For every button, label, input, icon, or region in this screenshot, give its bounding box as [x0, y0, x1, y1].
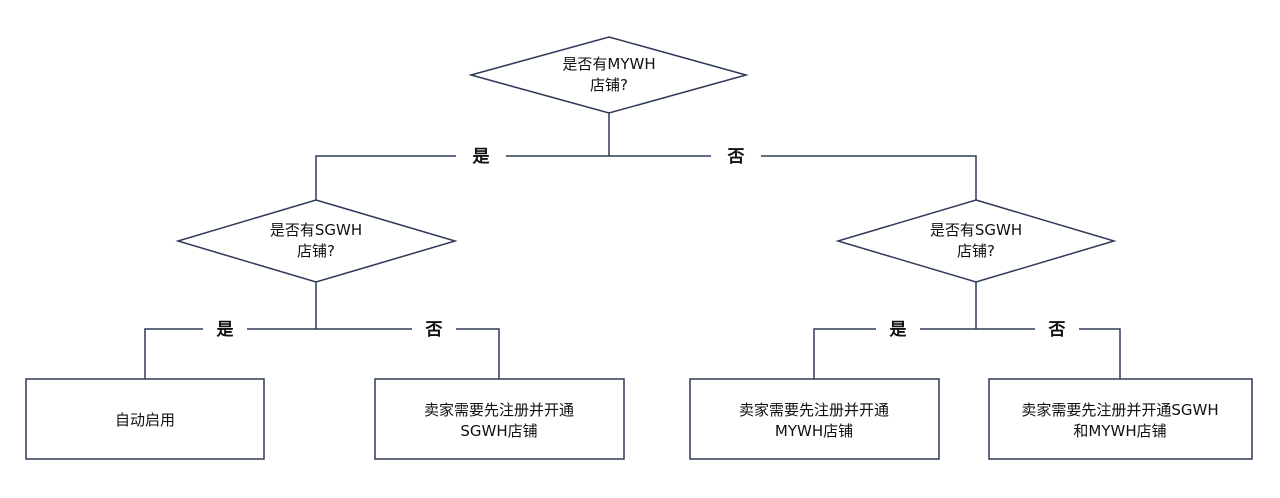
edge-label-top-yes: 是	[473, 147, 490, 167]
decision-has-sgwh-right: 是否有SGWH 店铺?	[835, 199, 1117, 283]
decision-text-line1: 是否有MYWH	[562, 55, 655, 73]
outcome-open-sgwh-and-mywh: 卖家需要先注册并开通SGWH 和MYWH店铺	[988, 378, 1253, 460]
edge-labels: 是 否 是 否 是 否	[203, 144, 1079, 341]
decision-diamond	[175, 199, 458, 283]
connectors	[144, 113, 1121, 379]
outcome-box	[374, 378, 625, 460]
connector-top-branches	[315, 155, 977, 228]
decision-text-line2: 店铺?	[957, 242, 995, 260]
outcome-text-line1: 卖家需要先注册并开通	[739, 401, 889, 419]
connector-left-branches	[144, 328, 500, 379]
edge-label-left-yes: 是	[217, 320, 234, 340]
outcome-text-line1: 卖家需要先注册并开通	[424, 401, 574, 419]
edge-label-right-yes: 是	[890, 320, 907, 340]
edge-label-left-no: 否	[425, 320, 443, 340]
outcome-box	[988, 378, 1253, 460]
decision-text-line2: 店铺?	[590, 76, 628, 94]
outcome-box	[25, 378, 265, 460]
decision-diamond	[835, 199, 1117, 283]
outcome-text-line1: 卖家需要先注册并开通SGWH	[1021, 401, 1218, 419]
decision-text-line1: 是否有SGWH	[930, 221, 1022, 239]
decision-diamond	[468, 36, 749, 114]
outcome-text-line2: 和MYWH店铺	[1073, 422, 1166, 440]
outcome-text-line2: MYWH店铺	[775, 422, 853, 440]
decision-has-sgwh-left: 是否有SGWH 店铺?	[175, 199, 458, 283]
outcome-auto-enable: 自动启用	[25, 378, 265, 460]
outcome-open-mywh: 卖家需要先注册并开通 MYWH店铺	[689, 378, 940, 460]
decision-text-line2: 店铺?	[297, 242, 335, 260]
decision-text-line1: 是否有SGWH	[270, 221, 362, 239]
connector-right-branches	[813, 328, 1121, 379]
outcome-open-sgwh: 卖家需要先注册并开通 SGWH店铺	[374, 378, 625, 460]
decision-has-mywh: 是否有MYWH 店铺?	[468, 36, 749, 114]
outcome-box	[689, 378, 940, 460]
outcome-text: 自动启用	[115, 411, 175, 429]
edge-label-right-no: 否	[1048, 320, 1066, 340]
edge-label-top-no: 否	[727, 147, 745, 167]
outcome-text-line2: SGWH店铺	[460, 422, 537, 440]
